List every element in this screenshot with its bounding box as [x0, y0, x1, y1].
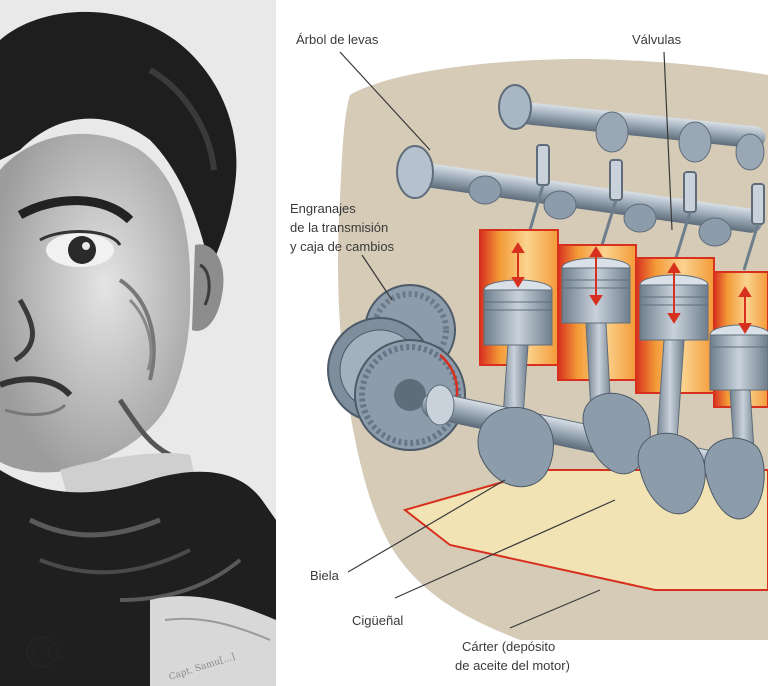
- piston-motion-arrows: [511, 242, 752, 334]
- label-gears-line3: y caja de cambios: [290, 239, 395, 254]
- camshaft-rear: [498, 84, 766, 171]
- valve-stems: [528, 184, 760, 271]
- label-valves: Válvulas: [632, 32, 682, 47]
- engine-diagram: Árbol de levas Válvulas Engranajes de la…: [276, 0, 768, 686]
- leader-camshaft: [339, 51, 431, 151]
- label-gears-line1: Engranajes: [290, 201, 356, 216]
- monogram-ring: [25, 635, 59, 669]
- label-gears-line2: de la transmisión: [290, 220, 388, 235]
- piston-1: [483, 279, 553, 346]
- crankshaft: [421, 384, 765, 520]
- portrait-engraving: CG Capt. Samu[...]: [0, 0, 276, 686]
- leader-connecting-rod: [347, 479, 506, 573]
- label-sump-line2: de aceite del motor): [455, 658, 570, 673]
- camshaft-front: [396, 145, 763, 247]
- leader-sump: [509, 589, 601, 629]
- piston-4: [709, 324, 768, 391]
- leader-lines: [339, 51, 673, 629]
- diagram-labels: Árbol de levas Válvulas Engranajes de la…: [290, 32, 682, 673]
- leader-crankshaft: [394, 499, 616, 599]
- leader-valves: [663, 51, 673, 231]
- label-connecting-rod: Biela: [310, 568, 340, 583]
- monogram: CG: [30, 640, 63, 664]
- label-sump-line1: Cárter (depósito: [462, 639, 555, 654]
- label-crankshaft: Cigüeñal: [352, 613, 403, 628]
- leader-gears: [361, 254, 393, 301]
- label-camshaft: Árbol de levas: [296, 32, 379, 47]
